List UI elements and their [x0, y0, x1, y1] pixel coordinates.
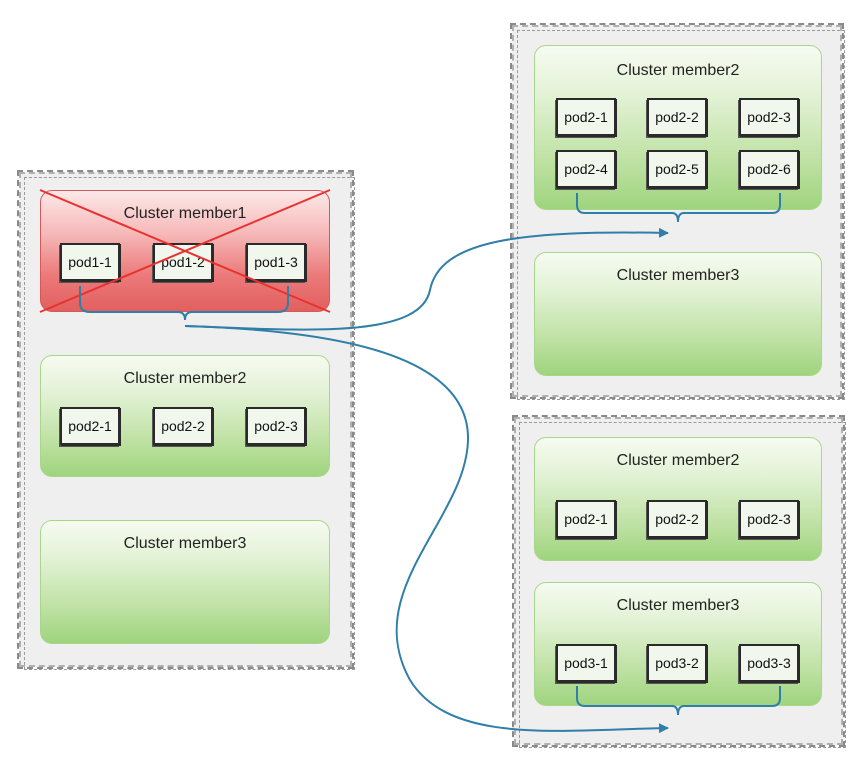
left-cluster-member3: Cluster member3 [40, 520, 330, 644]
left-pods-bracket [79, 286, 289, 321]
pod: pod2-6 [739, 150, 799, 188]
pod: pod2-3 [246, 407, 306, 445]
pod: pod3-2 [647, 644, 707, 682]
pod: pod2-3 [739, 500, 799, 538]
bottom-right-cluster-member2: Cluster member2 [534, 437, 822, 561]
pod: pod1-1 [60, 243, 120, 281]
member-title: Cluster member3 [616, 267, 740, 284]
member-title: Cluster member1 [123, 205, 247, 222]
failed-cross-icon [39, 189, 331, 313]
member-title: Cluster member2 [123, 370, 247, 387]
migration-arrow-top [184, 227, 669, 331]
top-right-pods-bracket [576, 193, 781, 223]
member-title: Cluster member3 [616, 597, 740, 614]
member-title: Cluster member3 [123, 535, 247, 552]
pod: pod3-3 [739, 644, 799, 682]
pod: pod2-2 [153, 407, 213, 445]
pod: pod2-4 [556, 150, 616, 188]
member-title: Cluster member2 [616, 62, 740, 79]
pod: pod2-2 [647, 98, 707, 136]
pod: pod2-1 [556, 500, 616, 538]
pod: pod2-1 [60, 407, 120, 445]
pod: pod2-3 [739, 98, 799, 136]
member-title: Cluster member2 [616, 452, 740, 469]
bottom-right-pods-bracket [576, 686, 781, 716]
migration-arrow-bottom [184, 325, 669, 734]
pod: pod2-5 [647, 150, 707, 188]
pod: pod1-3 [246, 243, 306, 281]
pod: pod2-2 [647, 500, 707, 538]
pod: pod3-1 [556, 644, 616, 682]
top-right-cluster-member3: Cluster member3 [534, 252, 822, 376]
pod: pod2-1 [556, 98, 616, 136]
